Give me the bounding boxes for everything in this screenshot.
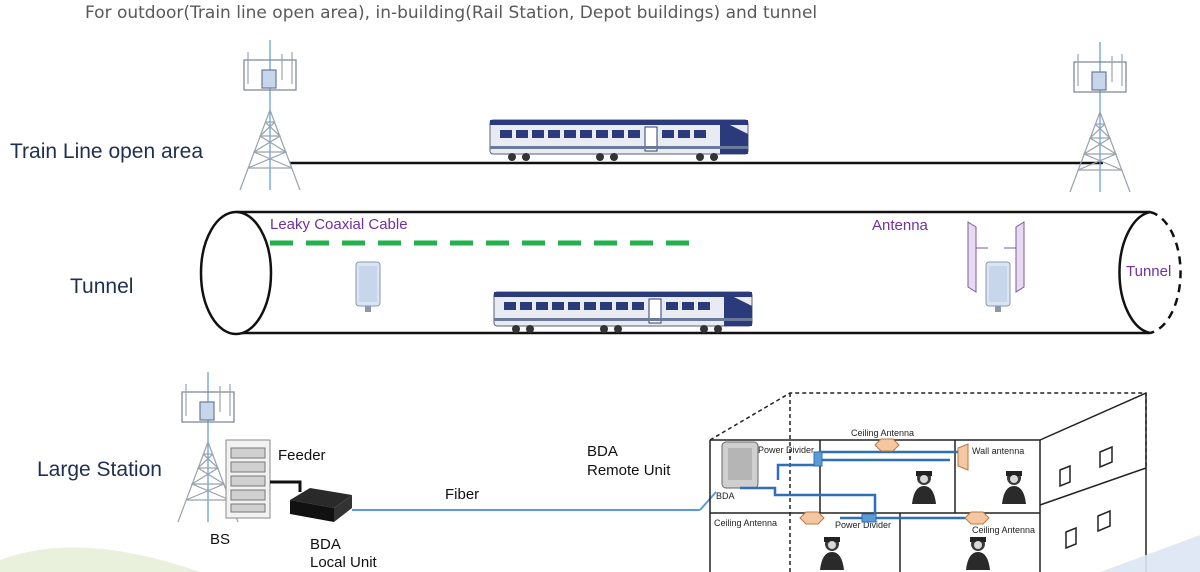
open-area-train (489, 119, 749, 162)
antenna-label: Antenna (872, 217, 928, 234)
wall-antenna-icon (957, 443, 969, 471)
decor-swoosh-left (0, 547, 200, 572)
ceiling-antenna-right-label: Ceiling Antenna (972, 525, 1036, 535)
bda-local-label-1: BDA (310, 536, 341, 553)
diagram-subtitle: For outdoor(Train line open area), in-bu… (85, 3, 818, 23)
bda-building-label: BDA (716, 491, 735, 501)
power-divider-bottom-icon (861, 513, 877, 523)
leaky-cable-label: Leaky Coaxial Cable (270, 216, 408, 233)
ceiling-antenna-top-label: Ceiling Antenna (851, 428, 915, 438)
person-4 (966, 537, 990, 570)
person-1 (912, 471, 936, 504)
section-label-open-area: Train Line open area (10, 140, 204, 163)
feeder-cable (270, 480, 302, 492)
tunnel-repeater-unit (355, 261, 381, 313)
bda-local-unit (290, 488, 352, 522)
decor-swoosh-right (1100, 535, 1200, 572)
tunnel-end-label: Tunnel (1126, 263, 1172, 280)
bda-remote-label-2: Remote Unit (587, 462, 671, 479)
ceiling-antenna-left-label: Ceiling Antenna (714, 518, 778, 528)
tunnel-train (493, 291, 753, 334)
bda-remote-label-1: BDA (587, 443, 618, 460)
ceiling-antennas (799, 438, 990, 525)
power-divider-bottom-label: Power Divider (835, 520, 892, 530)
tunnel-antenna-unit (985, 261, 1011, 313)
person-2 (1002, 471, 1026, 504)
bda-local-label-2: Local Unit (310, 554, 377, 571)
power-divider-top-label: Power Divider (758, 445, 815, 455)
building-bda (721, 441, 759, 489)
bs-label: BS (210, 531, 231, 548)
tunnel-tube (199, 210, 1182, 336)
person-3 (820, 537, 844, 570)
section-label-tunnel: Tunnel (70, 275, 134, 298)
tunnel-antenna (967, 221, 1025, 293)
section-label-station: Large Station (37, 458, 162, 481)
wall-antenna-label: Wall antenna (972, 446, 1025, 456)
fiber-label: Fiber (445, 486, 480, 503)
feeder-label: Feeder (278, 447, 326, 464)
tower-left (239, 39, 301, 191)
tower-right (1069, 41, 1131, 193)
power-divider-top-icon (813, 451, 823, 467)
building-coax (740, 450, 985, 520)
bs-cabinet (225, 439, 271, 519)
